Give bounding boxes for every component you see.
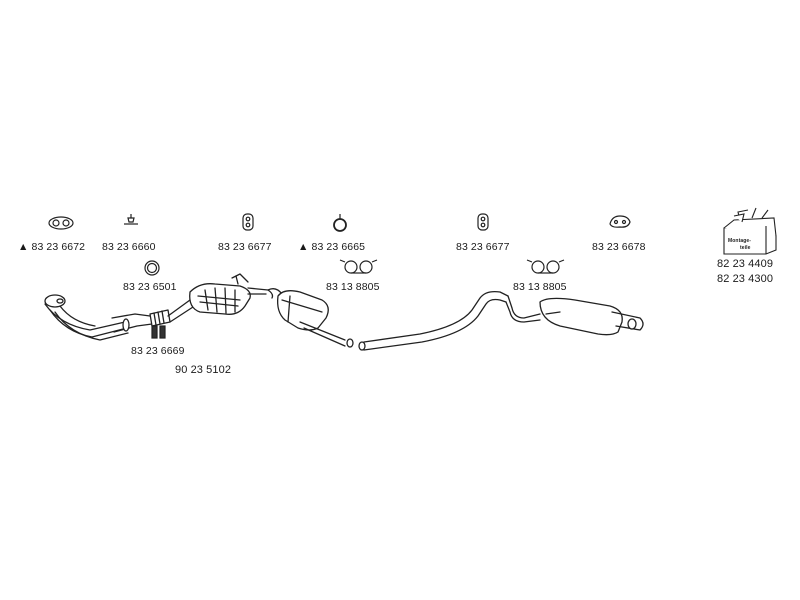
part-label-clamp-b: 83 13 8805 xyxy=(513,281,567,293)
bolt-icon xyxy=(124,214,138,225)
part-label-hanger-a: 83 23 6677 xyxy=(218,241,272,253)
part-label-mounting-kit-2: 82 23 4300 xyxy=(717,273,774,285)
hanger-icon xyxy=(242,213,254,231)
seal-ring-icon xyxy=(144,260,160,276)
mounting-kit-box-label-2: teile xyxy=(740,245,751,251)
part-label-mounting-kit-1: 82 23 4409 xyxy=(717,258,774,270)
clamp-icon xyxy=(526,259,565,274)
center-pipe xyxy=(358,290,541,351)
hanger-icon xyxy=(477,213,489,231)
part-label-clamp-a: 83 13 8805 xyxy=(326,281,380,293)
front-silencer xyxy=(267,288,354,348)
part-label-bolt: 83 23 6660 xyxy=(102,241,156,253)
catalytic-converter xyxy=(167,273,274,323)
warning-triangle-icon: ▲ xyxy=(18,241,29,253)
gasket-icon xyxy=(48,216,74,230)
clamp-icon xyxy=(339,259,378,274)
rubber-pad-icon xyxy=(609,215,631,228)
part-label-gasket: ▲ 83 23 6672 xyxy=(18,241,86,253)
front-downpipe xyxy=(44,294,153,341)
ring-hanger-icon xyxy=(333,214,347,232)
mounting-kit-box-label-1: Montage- xyxy=(728,238,752,244)
part-label-exhaust-system: 90 23 5102 xyxy=(175,364,232,376)
part-label-bushings: 83 23 6669 xyxy=(131,345,185,357)
part-label-ring-hanger: ▲ 83 23 6665 xyxy=(298,241,366,253)
warning-triangle-icon: ▲ xyxy=(298,241,309,253)
rear-silencer xyxy=(539,297,644,336)
part-label-rubber-pad: 83 23 6678 xyxy=(592,241,646,253)
flex-joint xyxy=(149,309,171,327)
bushing-icon xyxy=(151,325,166,339)
part-label-seal-ring: 83 23 6501 xyxy=(123,281,177,293)
mounting-kit-box-icon xyxy=(723,207,777,255)
part-label-hanger-b: 83 23 6677 xyxy=(456,241,510,253)
